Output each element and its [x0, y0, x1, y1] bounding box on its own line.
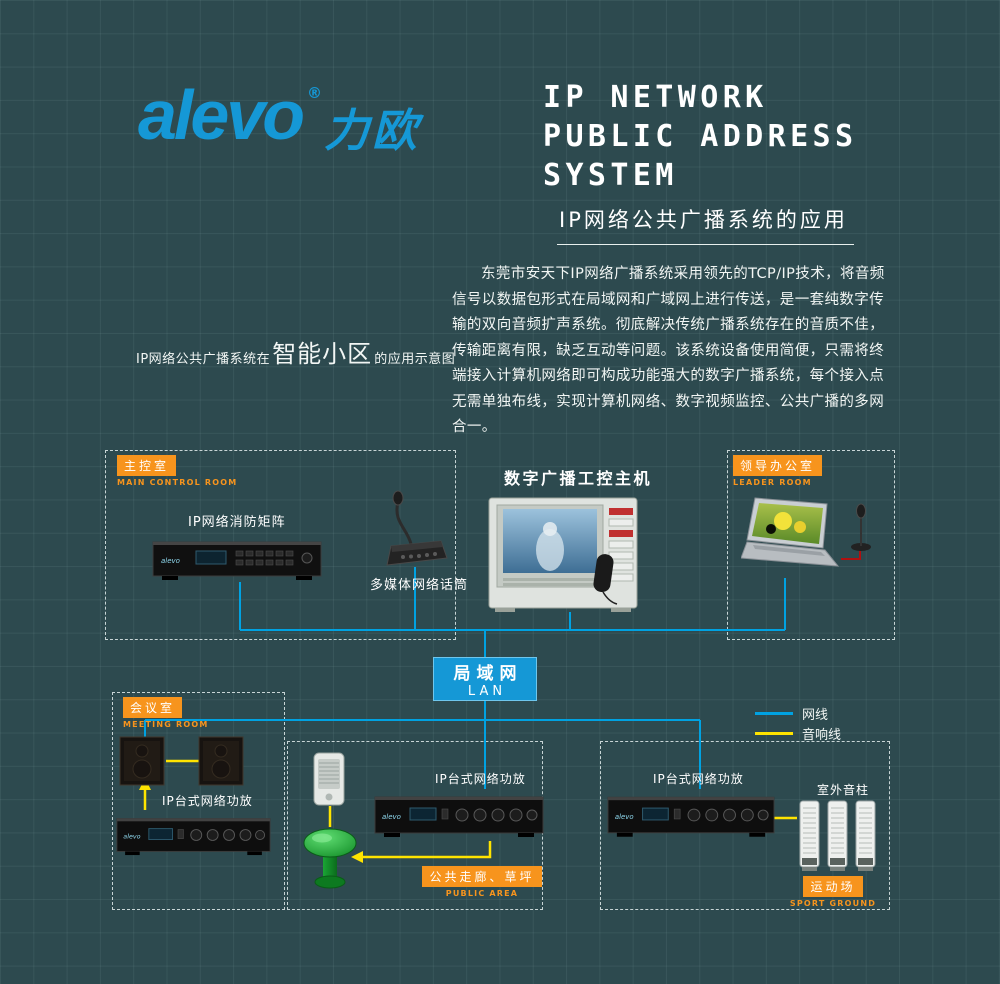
caption-highlight: 智能小区 — [272, 340, 373, 368]
sport-amp-device: alevo — [607, 789, 775, 841]
amp-icon: alevo — [116, 818, 271, 856]
brand-logo-text: alevo — [138, 76, 305, 154]
room-label-leader: 领导办公室 LEADER ROOM — [733, 455, 823, 487]
svg-text:alevo: alevo — [161, 557, 180, 565]
registered-mark: ® — [307, 84, 322, 102]
sport-ground-box — [600, 741, 890, 910]
box-speaker-icon — [119, 736, 165, 786]
paging-mic-icon — [386, 490, 448, 566]
legend-audio-label: 音响线 — [802, 727, 842, 743]
brand-logo-chinese: 力欧 — [324, 104, 421, 157]
room-label-meeting-en: MEETING ROOM — [123, 720, 209, 729]
industrial-pc-icon — [488, 497, 638, 612]
lan-label-en: LAN — [467, 684, 507, 699]
network-mic-device — [383, 488, 449, 570]
diagram-caption: IP网络公共广播系统在 智能小区 的应用示意图 — [136, 334, 455, 369]
meeting-amp-label: IP台式网络功放 — [162, 794, 253, 808]
room-label-main-control-cn: 主控室 — [117, 455, 177, 476]
sport-amp-label: IP台式网络功放 — [653, 772, 744, 786]
column-speaker-icon — [827, 800, 848, 871]
laptop-device — [740, 496, 841, 581]
svg-text:alevo: alevo — [615, 813, 634, 821]
paragraph-line: 信号以数据包形式在局域网和广域网上进行传送，是一套纯数字传 — [452, 291, 885, 308]
column-speaker-icon — [855, 800, 876, 871]
title-line-2: PUBLIC ADDRESS — [543, 119, 858, 154]
rack-device-icon: alevo — [152, 541, 322, 580]
room-label-meeting: 会议室 MEETING ROOM — [123, 697, 209, 729]
column-speaker-icon — [799, 800, 820, 871]
room-label-meeting-cn: 会议室 — [123, 697, 183, 718]
broadcast-host-device — [487, 496, 653, 614]
network-line-swatch — [755, 711, 793, 715]
handheld-mic-icon — [593, 554, 614, 593]
room-label-leader-en: LEADER ROOM — [733, 478, 812, 487]
caption-prefix: IP网络公共广播系统在 — [136, 352, 271, 367]
lan-node: 局域网 LAN — [433, 657, 537, 701]
meeting-speaker-left — [119, 735, 165, 787]
room-label-leader-cn: 领导办公室 — [733, 455, 823, 476]
wall-speaker-device — [313, 752, 345, 806]
main-control-room-box — [105, 450, 456, 640]
legend-network-label: 网线 — [802, 707, 829, 723]
paragraph-line: 传输距离有限，缺乏互动等问题。该系统设备使用简便，只需将终 — [452, 342, 885, 359]
paragraph-line: 合一。 — [452, 419, 497, 435]
meeting-room-box — [112, 692, 285, 910]
paragraph-line: 无需单独布线，实现计算机网络、数字视频监控、公共广播的多网 — [452, 393, 885, 410]
audio-line-swatch — [755, 731, 793, 735]
public-amp-label: IP台式网络功放 — [435, 772, 526, 786]
legend-network-row: 网线 — [755, 703, 841, 723]
room-label-sport: 运动场 SPORT GROUND — [788, 876, 878, 908]
intro-paragraph: 东莞市安天下IP网络广播系统采用领先的TCP/IP技术，将音频 信号以数据包形式… — [452, 262, 892, 441]
page-title: IP NETWORK PUBLIC ADDRESS SYSTEM — [543, 78, 857, 195]
brand-logo: alevo ® 力欧 — [138, 80, 420, 159]
room-label-main-control: 主控室 MAIN CONTROL ROOM — [117, 455, 237, 487]
network-mic-label: 多媒体网络话筒 — [370, 578, 469, 593]
amp-icon: alevo — [374, 796, 544, 837]
wall-speaker-icon — [313, 752, 345, 806]
room-label-public-cn: 公共走廊、草坪 — [422, 866, 542, 887]
meeting-amp-device: alevo — [116, 810, 271, 860]
desk-mic-icon — [851, 503, 871, 551]
outdoor-column-2 — [826, 800, 849, 873]
subtitle: IP网络公共广播系统的应用 — [557, 204, 854, 245]
room-label-public-en: PUBLIC AREA — [445, 889, 519, 898]
meeting-speaker-right — [198, 735, 244, 787]
title-line-1: IP NETWORK — [543, 80, 768, 115]
legend: 网线 音响线 — [755, 703, 841, 743]
caption-suffix: 的应用示意图 — [374, 352, 456, 367]
legend-audio-row: 音响线 — [755, 723, 841, 743]
room-label-public: 公共走廊、草坪 PUBLIC AREA — [412, 866, 552, 898]
paragraph-line: 输的双向音频扩声系统。彻底解决传统广播系统存在的音质不佳， — [452, 317, 885, 333]
broadcast-host-label: 数字广播工控主机 — [504, 469, 653, 488]
leader-mic-device — [848, 500, 874, 552]
room-label-main-control-en: MAIN CONTROL ROOM — [117, 478, 238, 487]
lawn-speaker-device — [303, 828, 357, 890]
fire-matrix-label: IP网络消防矩阵 — [188, 515, 286, 530]
fire-matrix-device: alevo — [152, 536, 322, 584]
outdoor-column-label: 室外音柱 — [817, 783, 870, 797]
subtitle-wrap: IP网络公共广播系统的应用 — [557, 204, 854, 245]
svg-text:alevo: alevo — [123, 833, 140, 841]
laptop-icon — [740, 497, 840, 567]
outdoor-column-3 — [854, 800, 877, 873]
amp-icon: alevo — [607, 796, 775, 837]
room-label-sport-cn: 运动场 — [803, 876, 863, 897]
mushroom-speaker-icon — [303, 828, 357, 889]
box-speaker-icon — [198, 736, 244, 786]
paragraph-line: 东莞市安天下IP网络广播系统采用领先的TCP/IP技术，将音频 — [481, 266, 885, 282]
room-label-sport-en: SPORT GROUND — [789, 899, 877, 908]
public-amp-device: alevo — [374, 789, 544, 841]
paragraph-line: 端接入计算机网络即可构成功能强大的数字广播系统，每个接入点 — [452, 368, 885, 384]
svg-text:alevo: alevo — [382, 813, 401, 821]
outdoor-column-1 — [798, 800, 821, 873]
leader-room-box — [727, 450, 895, 640]
lan-label-cn: 局域网 — [453, 664, 523, 684]
title-line-3: SYSTEM — [543, 158, 678, 193]
